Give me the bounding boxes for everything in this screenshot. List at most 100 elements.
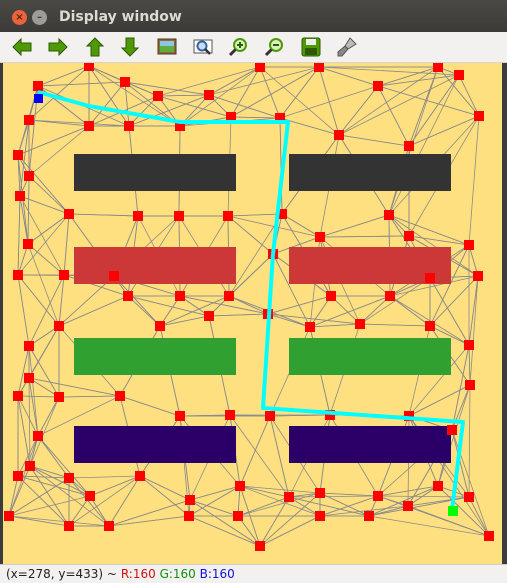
roadmap-edge (239, 485, 290, 498)
pan-down-button[interactable] (117, 35, 143, 59)
roadmap-edge (8, 435, 39, 517)
roadmap-edge (119, 395, 181, 417)
zoom-in-button[interactable] (226, 35, 252, 59)
roadmap-edge (37, 81, 126, 87)
roadmap-node (204, 311, 214, 321)
roadmap-node (85, 491, 95, 501)
properties-brush-icon (337, 37, 357, 57)
roadmap-edge (37, 395, 121, 437)
roadmap-edge (124, 81, 210, 96)
roadmap-node (465, 380, 475, 390)
roadmap-node (255, 63, 265, 72)
roadmap-edge (159, 295, 230, 327)
roadmap-edge (29, 396, 60, 467)
pan-up-button[interactable] (82, 35, 108, 59)
roadmap-edge (429, 244, 470, 327)
roadmap-edge (451, 344, 470, 431)
roadmap-edge (408, 115, 480, 147)
roadmap-edge (389, 295, 470, 346)
roadmap-edge (319, 235, 410, 238)
pan-down-icon (120, 37, 140, 57)
roadmap-edge (58, 295, 129, 327)
roadmap-edge (17, 195, 21, 276)
roadmap-node (13, 471, 23, 481)
roadmap-node (403, 501, 413, 511)
roadmap-edge (29, 465, 70, 527)
roadmap-node (454, 70, 464, 80)
roadmap-edge (239, 485, 321, 494)
roadmap-edge (68, 475, 141, 527)
roadmap-edge (237, 492, 321, 517)
title-bar: × – Display window (0, 0, 507, 32)
roadmap-node (64, 521, 74, 531)
roadmap-edge (228, 213, 283, 297)
roadmap-edge (17, 475, 91, 497)
zoom-fit-button[interactable] (190, 35, 216, 59)
roadmap-edge (17, 213, 70, 276)
properties-button[interactable] (334, 35, 360, 59)
roadmap-edge (19, 195, 29, 245)
save-button[interactable] (298, 35, 324, 59)
roadmap-node (265, 411, 275, 421)
roadmap-edge (17, 395, 31, 467)
roadmap-edge (159, 315, 210, 327)
roadmap-edge (429, 277, 470, 346)
roadmap-edge (208, 253, 274, 317)
roadmap-edge (318, 66, 340, 136)
obstacle (74, 154, 236, 191)
roadmap-node (13, 391, 23, 401)
roadmap-edge (269, 414, 331, 417)
roadmap-edge (208, 66, 320, 96)
roadmap-edge (17, 125, 90, 156)
roadmap-node (384, 210, 394, 220)
roadmap-edge (377, 66, 439, 87)
roadmap-edge (28, 65, 90, 121)
zoom-in-icon (228, 38, 247, 57)
roadmap-edge (37, 435, 91, 497)
zoom-out-button[interactable] (262, 35, 288, 59)
roadmap-node (133, 211, 143, 221)
roadmap-edge (377, 74, 460, 87)
roadmap-node (123, 291, 133, 301)
roadmap-node (447, 425, 457, 435)
obstacle (74, 247, 236, 284)
roadmap-edge (28, 325, 60, 379)
roadmap-edge (267, 313, 311, 328)
roadmap-node (404, 141, 414, 151)
roadmap-edge (208, 313, 269, 317)
roadmap-node (33, 431, 43, 441)
pan-right-button[interactable] (45, 35, 71, 59)
roadmap-edge (68, 213, 139, 217)
roadmap-node (226, 112, 236, 122)
pan-left-button[interactable] (9, 35, 35, 59)
roadmap-node (175, 291, 185, 301)
image-canvas[interactable] (3, 63, 502, 564)
roadmap-edge (259, 496, 290, 547)
roadmap-edge (29, 465, 91, 497)
roadmap-edge (17, 274, 60, 327)
pan-right-icon (48, 37, 68, 57)
roadmap-edge (272, 236, 321, 255)
toolbar (0, 32, 507, 63)
roadmap-edge (468, 275, 479, 346)
roadmap-edge (63, 213, 70, 276)
roadmap-edge (189, 485, 241, 501)
roadmap-node (474, 111, 484, 121)
minimize-window-icon[interactable]: – (32, 10, 47, 25)
close-window-icon[interactable]: × (12, 10, 27, 25)
zoom-original-button[interactable] (154, 35, 180, 59)
window-title: Display window (59, 9, 182, 25)
roadmap-node (115, 391, 125, 401)
roadmap-node (13, 150, 23, 160)
roadmap-node (224, 291, 234, 301)
roadmap-node (174, 211, 184, 221)
roadmap-node (433, 481, 443, 491)
roadmap-edge (230, 116, 281, 119)
roadmap-node (235, 481, 245, 491)
roadmap-edge (8, 515, 70, 527)
roadmap-edge (19, 195, 70, 215)
roadmap-edge (389, 295, 431, 327)
roadmap-edge (338, 74, 460, 136)
roadmap-edge (281, 213, 321, 238)
roadmap-edge (377, 85, 480, 117)
